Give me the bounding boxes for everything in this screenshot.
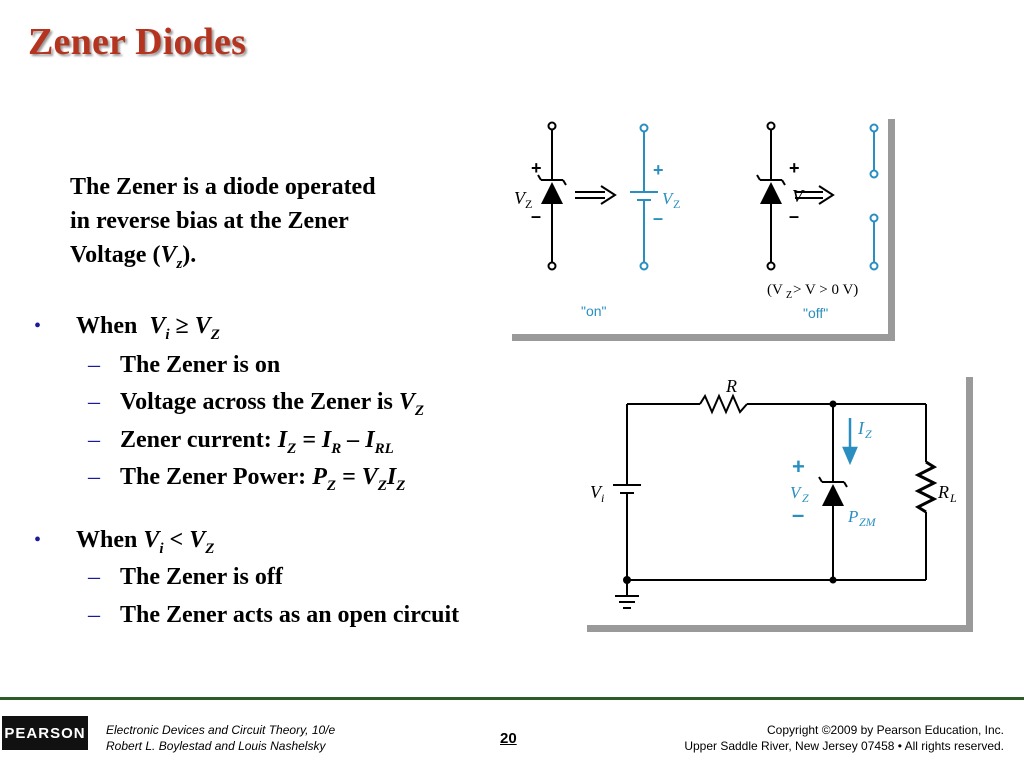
terminal-dot [547, 261, 557, 271]
book-credit: Electronic Devices and Circuit Theory, 1… [106, 723, 336, 753]
sub-bullet-zener-on: –The Zener is on [88, 352, 281, 378]
svg-text:Z: Z [802, 491, 809, 505]
svg-text:+: + [531, 158, 542, 178]
sub-bullet-power: –The Zener Power: PZ = VZIZ [88, 464, 406, 494]
slide-title: Zener Diodes [28, 21, 247, 63]
junction-dot [829, 576, 837, 584]
svg-text:V: V [590, 482, 603, 502]
svg-text:I: I [857, 418, 865, 438]
intro-text: The Zener is a diode operated in reverse… [70, 170, 470, 281]
svg-text:> V > 0 V): > V > 0 V) [793, 282, 858, 298]
sub-bullet-voltage: –Voltage across the Zener is VZ [88, 389, 425, 419]
svg-text:V: V [790, 483, 803, 502]
svg-text:–: – [531, 206, 541, 226]
intro-line-3: Voltage (Vz). [70, 242, 197, 272]
svg-text:–: – [789, 206, 799, 226]
bullet-dot: • [34, 529, 42, 551]
zener-on-off-diagram: + V Z – + V – (V Z > V > 0 V) + V Z – "o… [514, 121, 879, 321]
intro-line-2: in reverse bias at the Zener [70, 208, 349, 234]
current-arrow-icon [842, 446, 858, 466]
footer-divider [0, 697, 1024, 700]
zener-diode-icon [760, 182, 782, 204]
zener-regulator-figure: R V i R L I Z + V Z – P ZM [580, 370, 966, 625]
zener-diode-icon [541, 182, 563, 204]
svg-text:i: i [601, 491, 604, 505]
equivalent-arrow-icon [575, 185, 617, 205]
junction-dot [623, 576, 631, 584]
copyright-notice: Copyright ©2009 by Pearson Education, In… [684, 723, 1004, 753]
zener-on-off-figure: + V Z – + V – (V Z > V > 0 V) + V Z – "o… [505, 112, 888, 334]
terminal-dot [766, 121, 776, 131]
bullet-when-off: • When Vi < VZ [34, 527, 215, 557]
svg-text:–: – [653, 208, 663, 228]
bullet-dot: • [34, 315, 42, 337]
svg-text:"on": "on" [581, 303, 607, 319]
svg-text:"off": "off" [803, 305, 828, 321]
zener-regulator-diagram: R V i R L I Z + V Z – P ZM [590, 376, 957, 609]
svg-text:Z: Z [525, 197, 532, 211]
svg-text:+: + [789, 158, 800, 178]
sub-bullet-open-circuit: –The Zener acts as an open circuit [88, 602, 460, 628]
junction-dot [829, 400, 837, 408]
svg-text:(V: (V [767, 282, 783, 298]
svg-text:R: R [725, 376, 737, 396]
svg-text:+: + [792, 454, 805, 479]
intro-line-1: The Zener is a diode operated [70, 174, 376, 200]
resistor-r [699, 393, 748, 415]
svg-text:R: R [937, 482, 949, 502]
terminal-dot [766, 261, 776, 271]
resistor-rl [914, 460, 938, 514]
svg-text:+: + [653, 160, 664, 180]
bullet-when-on: • When Vi ≥ VZ [34, 313, 220, 343]
svg-text:Z: Z [786, 290, 792, 301]
equivalent-arrow-icon [795, 185, 835, 205]
svg-text:L: L [949, 491, 957, 505]
svg-text:V: V [662, 189, 675, 208]
svg-text:V: V [792, 186, 805, 206]
terminal-dot [547, 121, 557, 131]
svg-text:Z: Z [673, 197, 680, 211]
page-number: 20 [500, 730, 517, 747]
svg-text:V: V [514, 188, 527, 208]
svg-text:–: – [792, 502, 804, 527]
publisher-logo: PEARSON [2, 716, 88, 750]
sub-bullet-current: –Zener current: IZ = IR – IRL [88, 427, 394, 457]
svg-text:Z: Z [865, 427, 872, 441]
svg-text:ZM: ZM [859, 515, 877, 529]
svg-text:P: P [847, 507, 858, 526]
zener-diode-icon [822, 484, 844, 506]
sub-bullet-zener-off: –The Zener is off [88, 564, 283, 590]
